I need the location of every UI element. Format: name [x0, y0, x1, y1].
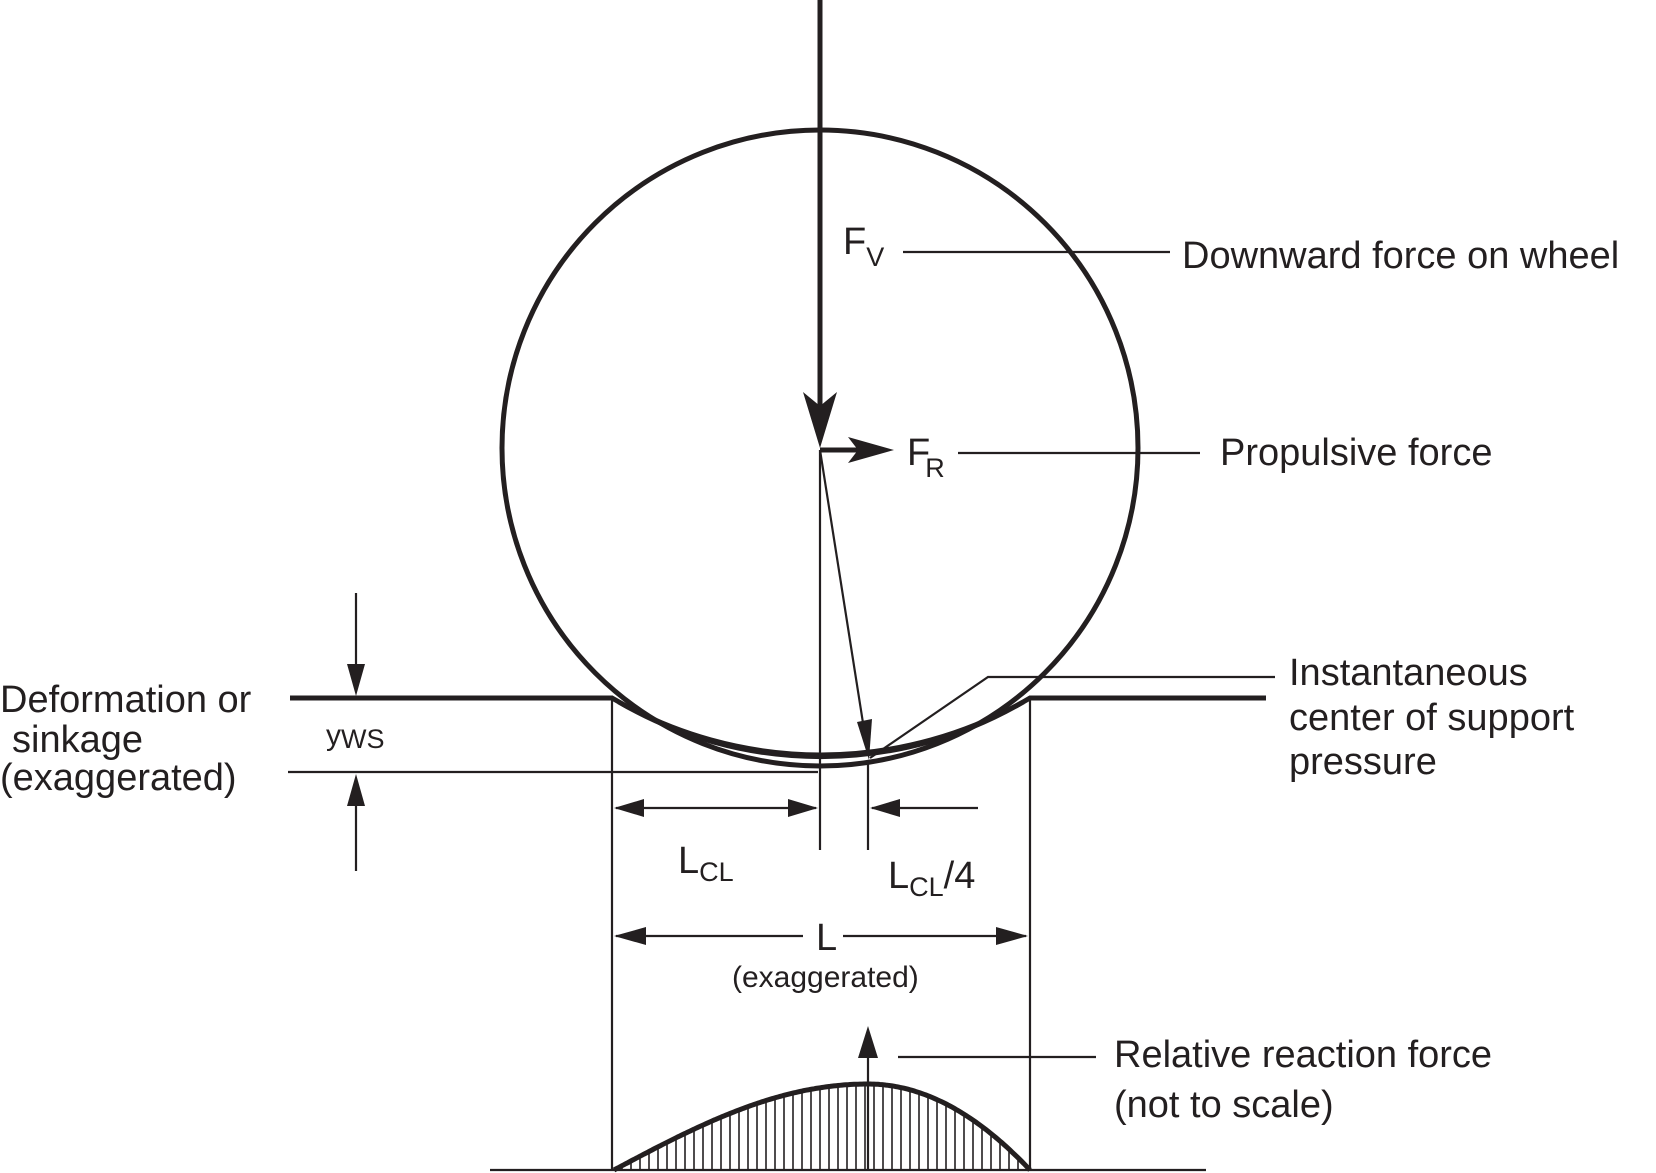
deformation-label-line1: Deformation or — [0, 679, 252, 721]
support-pressure-arrowhead — [857, 719, 872, 760]
fr-description: Propulsive force — [1220, 432, 1492, 474]
lcl-left-arrowhead — [614, 799, 644, 817]
fv-label: FV — [843, 221, 884, 272]
fv-description: Downward force on wheel — [1182, 235, 1619, 277]
propulsive-force-arrowhead — [848, 437, 894, 463]
center-leader — [869, 675, 1275, 759]
center-label-line3: pressure — [1289, 741, 1437, 783]
deformation-label-line2: sinkage — [12, 719, 143, 761]
lcl-label: LCL — [678, 840, 734, 887]
deformation-label-line3: (exaggerated) — [0, 757, 237, 799]
l-label: L — [816, 917, 837, 959]
fr-label: FR — [907, 432, 945, 483]
sinkage-bottom-arrowhead — [347, 774, 365, 806]
sinkage-top-arrowhead — [347, 664, 365, 696]
l-note: (exaggerated) — [732, 961, 919, 994]
center-label-line2: center of support — [1289, 697, 1575, 739]
center-label-line1: Instantaneous — [1289, 652, 1528, 694]
reaction-curve — [612, 1081, 1032, 1173]
lcl4-arrowhead — [870, 799, 900, 817]
reaction-label-line2: (not to scale) — [1114, 1084, 1334, 1126]
reaction-arrowhead — [858, 1026, 878, 1058]
ground-surface — [290, 695, 1266, 758]
vertical-force-arrowhead — [803, 392, 837, 448]
support-pressure-line — [818, 449, 868, 743]
reaction-label-line1: Relative reaction force — [1114, 1034, 1492, 1076]
lcl-right-arrowhead — [788, 799, 818, 817]
lcl4-label: LCL/4 — [888, 855, 975, 902]
l-left-arrowhead — [614, 927, 646, 945]
yws-label: yWS — [326, 719, 385, 754]
reaction-hatching — [621, 1084, 1028, 1170]
l-right-arrowhead — [996, 927, 1028, 945]
